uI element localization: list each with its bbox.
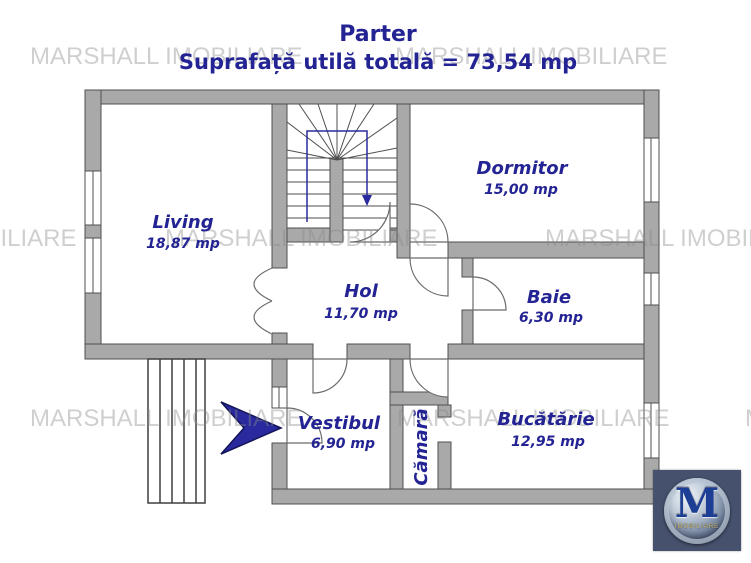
agency-logo-badge: M IMOBILIARE [664, 477, 730, 544]
wall-stair-right [396, 103, 411, 259]
wall-south-band [84, 343, 314, 360]
stair-down-arrow [362, 195, 372, 206]
wall-living-right [271, 103, 288, 269]
watermark-text: MARSHALL IMOBILIARE [30, 405, 303, 432]
wall-south-band [447, 343, 645, 360]
watermark-text: MARSHALL IMOBILIARE [0, 225, 77, 252]
watermark-text: MARSHALL IMOBILIARE [545, 225, 751, 252]
agency-logo: M IMOBILIARE [653, 470, 741, 551]
wall-camara-top [389, 391, 449, 406]
label-vestibul-name: Vestibul [298, 413, 381, 434]
watermark-text: MARSHALL IMOBILIARE [165, 225, 438, 252]
wall-bottom [271, 488, 660, 505]
door-stairs [349, 201, 391, 243]
wall-top [84, 89, 660, 105]
label-living-name: Living [152, 212, 213, 233]
door-vestibul [312, 358, 348, 394]
page-title: Parter [339, 22, 417, 47]
windows [84, 137, 660, 459]
window-living-1 [84, 170, 102, 226]
agency-logo-subtext: IMOBILIARE [674, 523, 720, 530]
watermark-text: MARSHALL IMOBILIARE [30, 43, 303, 70]
agency-logo-letter: M [674, 479, 720, 527]
door-dormitor-out [409, 257, 449, 297]
window-living-2 [84, 237, 102, 294]
wall-baie-west [461, 309, 474, 345]
staircase [286, 103, 398, 231]
window-baie [643, 272, 660, 306]
stair-winder-fan [286, 103, 398, 161]
stair-direction-path [306, 130, 372, 222]
watermarks: MARSHALL IMOBILIARE MARSHALL IMOBILIARE … [0, 43, 751, 432]
stair-treads-right [343, 157, 397, 231]
door-baie [472, 276, 507, 311]
wall-baie-west [461, 257, 474, 278]
door-living [253, 300, 273, 335]
entrance-arrow [220, 401, 283, 455]
page-subtitle: Suprafață utilă totală = 73,54 mp [179, 50, 577, 75]
exterior-steps [147, 358, 206, 504]
wall-vestibul-west [271, 358, 288, 388]
label-hol-area: 11,70 mp [324, 306, 398, 322]
label-dormitor-name: Dormitor [477, 158, 569, 179]
wall-south-band [346, 343, 411, 360]
door-dormitor-in [409, 203, 449, 243]
label-vestibul-area: 6,90 mp [311, 436, 375, 452]
label-dormitor-area: 15,00 mp [484, 182, 558, 198]
wall-living-right [271, 332, 288, 345]
wall-vestibul-west [271, 442, 288, 490]
wall-camara-east [437, 441, 452, 490]
room-labels: Living 18,87 mp Dormitor 15,00 mp Hol 11… [146, 158, 595, 486]
label-baie-area: 6,30 mp [519, 310, 583, 326]
label-living-area: 18,87 mp [146, 236, 220, 252]
watermark-text: MARSHALL IMOBILIARE [395, 43, 668, 70]
watermark-text: MARSHALL IMOBILIARE [745, 405, 751, 432]
watermark-text: MARSHALL IMOBILIARE [397, 405, 670, 432]
window-dormitor [643, 137, 660, 203]
label-bucatarie-area: 12,95 mp [511, 434, 585, 450]
label-camara-name: Cămară [411, 408, 432, 485]
label-baie-name: Baie [527, 287, 571, 308]
door-living [253, 267, 273, 302]
door-bucatarie [409, 358, 449, 398]
wall-camara-east [437, 404, 452, 418]
label-hol-name: Hol [344, 281, 378, 302]
wall-right [643, 89, 660, 139]
wall-left [84, 224, 102, 239]
label-bucatarie-name: Bucătărie [497, 409, 594, 430]
wall-right [643, 304, 660, 404]
wall-left [84, 89, 102, 172]
door-entrance [286, 407, 323, 444]
stair-treads-left [287, 157, 330, 219]
wall-dormitor-south [447, 241, 645, 259]
doors [253, 201, 507, 444]
window-bucatarie [643, 402, 660, 459]
window-vestibul [271, 386, 288, 409]
walls [84, 89, 660, 505]
